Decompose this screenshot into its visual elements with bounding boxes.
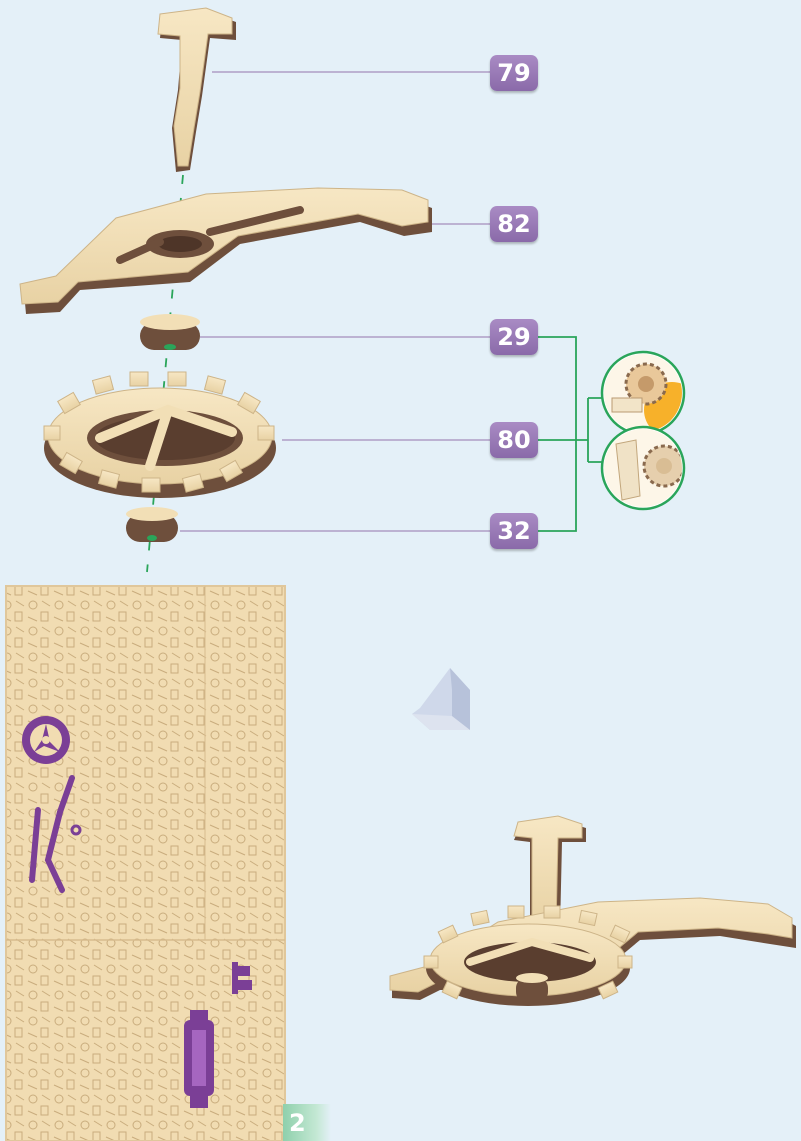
part-number-badge-79: 79 [490,55,538,91]
axle-part-79 [158,8,236,172]
assembled-result [390,816,796,1006]
part-number-badge-32: 32 [490,513,538,549]
hint-gear-mesh-icon [602,352,700,438]
parts-sheet [6,586,285,1141]
hint-gear-axle-icon [602,427,684,509]
part-number-badge-80: 80 [490,422,538,458]
sheet-highlight-gear [22,716,70,764]
sheet-highlight-shaft [184,1010,214,1108]
part-number-badge-29: 29 [490,319,538,355]
hint-bracket [538,337,602,531]
spacer-part-29 [140,314,200,350]
arm-part-82 [20,188,432,314]
part-number-badge-82: 82 [490,206,538,242]
sheet-number-tag: 2 [283,1104,331,1141]
gear-part-80 [44,372,276,498]
arrow-down-left-icon [412,668,470,730]
spacer-part-32 [126,507,178,542]
